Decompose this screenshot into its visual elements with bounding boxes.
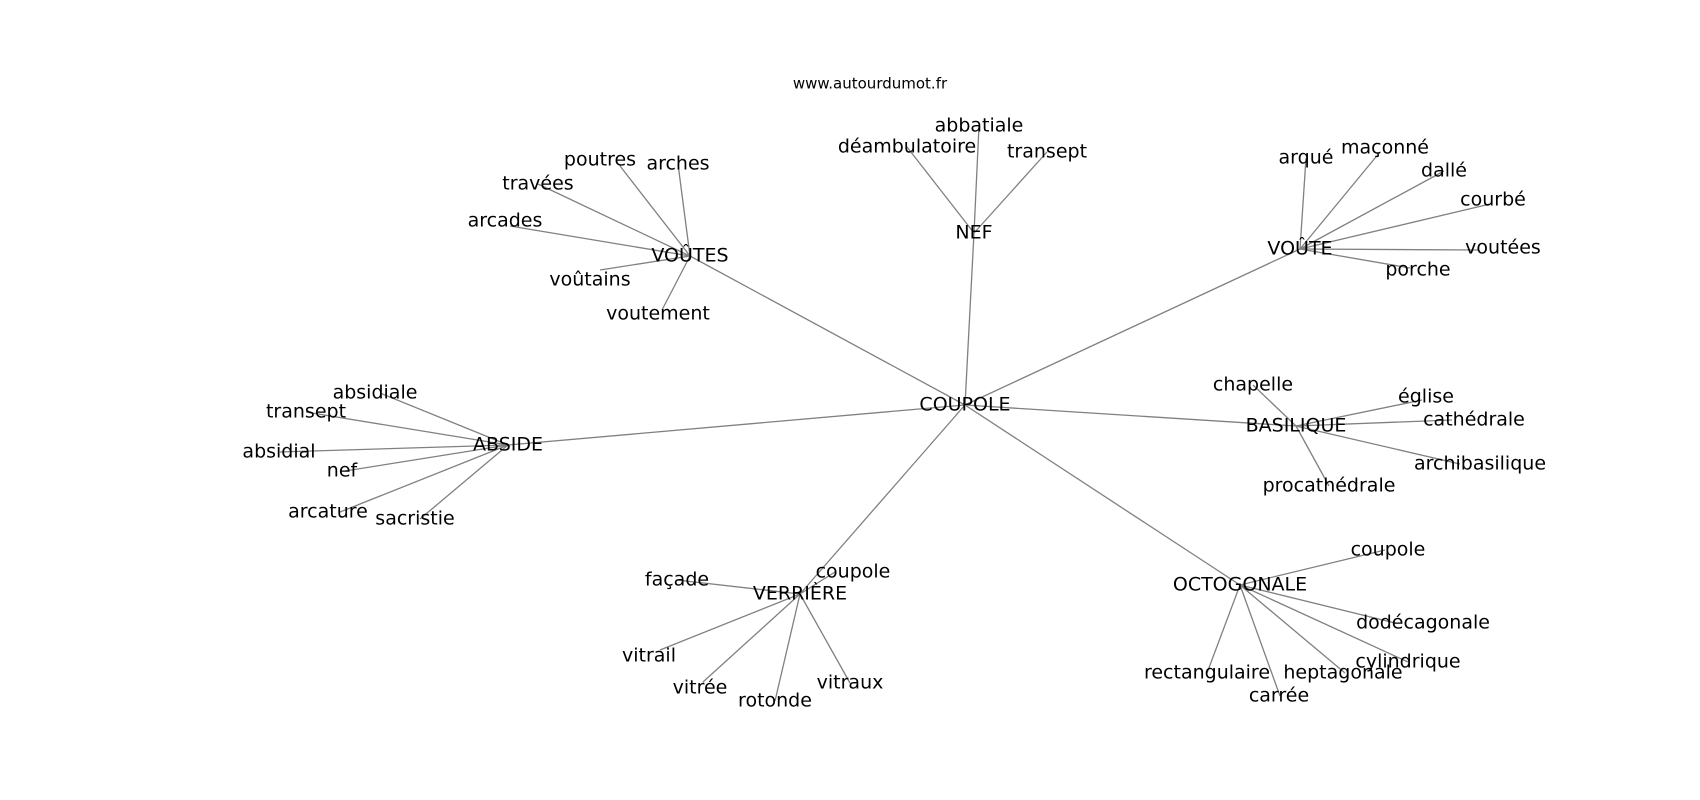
word-node-label[interactable]: dallé — [1421, 160, 1467, 182]
group-node-label[interactable]: NEF — [955, 222, 992, 244]
edge-5-5 — [799, 593, 851, 684]
word-node-label[interactable]: arches — [646, 153, 709, 175]
group-node-label[interactable]: VOÛTE — [1267, 236, 1332, 260]
word-node-label[interactable]: absidial — [242, 441, 315, 463]
word-node-label[interactable]: archibasilique — [1414, 453, 1546, 475]
edge-2-2 — [1299, 170, 1445, 250]
edge-4-2 — [1295, 419, 1453, 427]
edge-0-5 — [661, 255, 691, 311]
edge-6-3 — [1239, 584, 1346, 674]
word-node-label[interactable]: déambulatoire — [838, 136, 976, 158]
word-node-label[interactable]: voûtains — [549, 269, 630, 291]
word-node-label[interactable]: vitrée — [673, 677, 728, 699]
edge-5-2 — [659, 593, 801, 651]
edge-3-4 — [339, 444, 509, 513]
edge-2-3 — [1299, 203, 1491, 250]
word-node-label[interactable]: travées — [502, 173, 573, 195]
edge-5-3 — [702, 593, 801, 683]
word-node-label[interactable]: transept — [1007, 141, 1087, 163]
edge-1-2 — [973, 151, 1048, 234]
site-url[interactable]: www.autourdumot.fr — [793, 75, 948, 93]
edge-4-3 — [1295, 425, 1461, 465]
word-node-label[interactable]: coupole — [1351, 539, 1426, 561]
word-node-label[interactable]: sacristie — [375, 508, 454, 530]
group-node-label[interactable]: VERRIÈRE — [753, 582, 847, 605]
edge-4-0 — [1252, 384, 1297, 427]
word-node-label[interactable]: dodécagonale — [1356, 612, 1490, 634]
edge-center-to-5 — [799, 404, 966, 595]
word-node-label[interactable]: vitrail — [622, 645, 676, 667]
word-node-label[interactable]: carrée — [1249, 685, 1309, 707]
word-node-label[interactable]: cylindrique — [1355, 651, 1460, 673]
edge-3-0 — [379, 392, 509, 446]
word-node-label[interactable]: vitraux — [817, 672, 884, 694]
edge-3-3 — [344, 444, 509, 472]
graph-labels: COUPOLE VOÛTES poutres arches travées arcades… — [242, 115, 1546, 712]
edge-center-to-4 — [964, 404, 1297, 427]
edge-5-1 — [676, 579, 801, 595]
word-node-label[interactable]: abbatiale — [935, 115, 1024, 137]
edge-6-0 — [1239, 549, 1386, 586]
edge-1-0 — [973, 125, 980, 234]
group-node-label[interactable]: ABSIDE — [473, 434, 543, 456]
edge-6-5 — [1206, 584, 1241, 674]
edge-center-to-6 — [964, 404, 1241, 586]
edge-2-5 — [1299, 248, 1411, 269]
word-node-label[interactable]: absidiale — [333, 382, 418, 404]
word-node-label[interactable]: voutées — [1465, 237, 1541, 259]
word-node-label[interactable]: voutement — [606, 303, 710, 325]
edge-2-1 — [1299, 151, 1381, 250]
word-node-label[interactable]: transept — [266, 401, 346, 423]
edge-4-1 — [1295, 399, 1423, 427]
center-node-label[interactable]: COUPOLE — [919, 394, 1010, 416]
edge-center-to-3 — [507, 404, 966, 446]
word-node-label[interactable]: arcature — [288, 501, 368, 523]
word-node-label[interactable]: rotonde — [738, 690, 812, 712]
edge-5-4 — [774, 593, 801, 702]
word-node-label[interactable]: procathédrale — [1263, 475, 1396, 497]
group-node-label[interactable]: OCTOGONALE — [1173, 574, 1307, 596]
edge-0-1 — [677, 163, 691, 257]
graph-edges — [279, 125, 1491, 702]
group-node-label[interactable]: BASILIQUE — [1246, 415, 1347, 437]
word-node-label[interactable]: heptagonale — [1283, 662, 1402, 684]
edge-center-to-0 — [689, 255, 966, 406]
edge-6-4 — [1239, 584, 1281, 697]
edge-3-5 — [419, 444, 509, 520]
word-node-label[interactable]: coupole — [816, 561, 891, 583]
word-node-label[interactable]: église — [1398, 386, 1454, 408]
word-node-label[interactable]: porche — [1385, 259, 1450, 281]
word-node-label[interactable]: rectangulaire — [1144, 662, 1270, 684]
group-node-label[interactable]: VOÛTES — [651, 243, 728, 267]
word-node-label[interactable]: chapelle — [1213, 374, 1293, 396]
word-node-label[interactable]: courbé — [1460, 189, 1526, 211]
edge-center-to-2 — [964, 248, 1301, 406]
edge-3-2 — [279, 444, 509, 453]
edge-0-2 — [537, 183, 691, 257]
edge-0-4 — [599, 255, 691, 271]
word-node-label[interactable]: façade — [645, 569, 709, 591]
word-node-label[interactable]: arqué — [1279, 147, 1334, 169]
edge-4-4 — [1295, 425, 1330, 487]
edge-2-4 — [1299, 248, 1479, 251]
edge-center-to-1 — [964, 232, 975, 406]
word-node-label[interactable]: nef — [327, 460, 359, 482]
edge-0-0 — [619, 165, 691, 257]
edge-3-1 — [305, 411, 509, 446]
word-node-label[interactable]: poutres — [564, 149, 636, 171]
word-node-label[interactable]: maçonné — [1341, 137, 1429, 159]
edge-2-0 — [1299, 157, 1307, 250]
word-node-label[interactable]: arcades — [468, 210, 543, 232]
edge-6-1 — [1239, 584, 1396, 624]
word-node-label[interactable]: cathédrale — [1423, 409, 1525, 431]
edge-6-2 — [1239, 584, 1409, 663]
edge-0-3 — [509, 225, 691, 257]
edge-5-0 — [799, 571, 836, 595]
edge-1-1 — [906, 146, 975, 234]
